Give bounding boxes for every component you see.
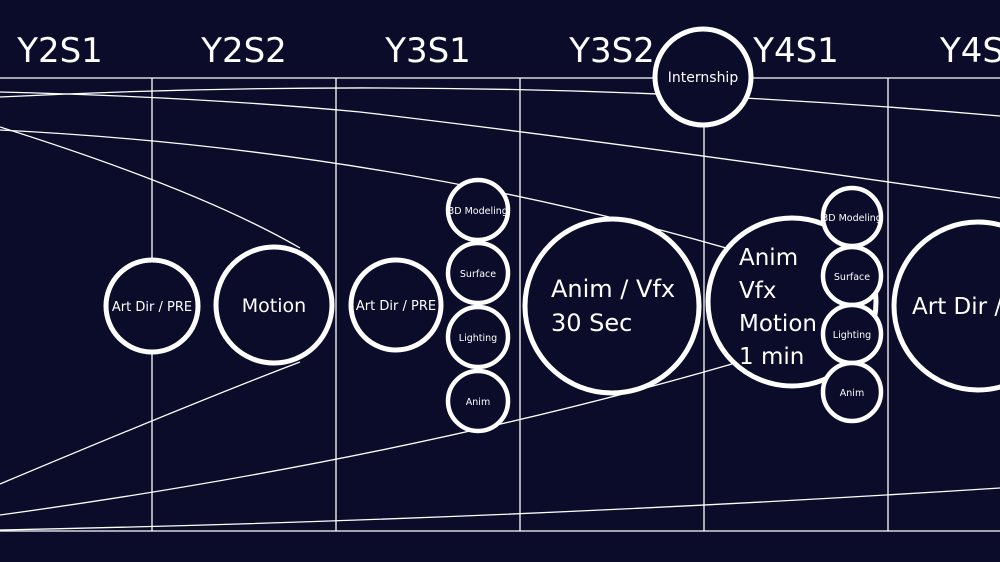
node-internship: Internship: [652, 26, 754, 128]
node-label: 30 Sec: [551, 309, 632, 337]
node-3d-modeling-y4s1: 3D Modeling: [820, 185, 884, 249]
node-label: 1 min: [739, 344, 804, 370]
node-artdir-y4s2: Art Dir /: [891, 219, 1000, 393]
node-label: Surface: [834, 272, 870, 283]
node-label: Internship: [668, 70, 739, 86]
node-3d-modeling-y3s1: 3D Modeling: [445, 177, 511, 243]
semester-headers: Y2S1 Y2S2 Y3S1 Y3S2 Y4S1 Y4S: [16, 31, 1000, 71]
header-y3s1: Y3S1: [384, 31, 471, 71]
header-y2s1: Y2S1: [16, 31, 103, 71]
header-y2s2: Y2S2: [200, 31, 287, 71]
node-lighting-y4s1: Lighting: [820, 302, 884, 366]
curve-line: [0, 126, 301, 249]
node-label: Art Dir / PRE: [356, 299, 436, 314]
node-label: Art Dir /: [912, 294, 1000, 320]
node-anim-vfx-30sec: Anim / Vfx 30 Sec: [522, 216, 702, 396]
node-label: Motion: [739, 311, 817, 337]
node-surface-y4s1: Surface: [820, 244, 884, 308]
node-label: Anim: [466, 397, 490, 408]
node-label: 3D Modeling: [448, 206, 508, 217]
node-anim-y3s1: Anim: [445, 368, 511, 434]
node-label: Vfx: [739, 278, 776, 304]
node-label: Motion: [242, 295, 306, 317]
node-anim-y4s1: Anim: [820, 360, 884, 424]
node-label: Lighting: [459, 333, 497, 344]
nodes: Internship Art Dir / PRE Motion Art Dir …: [103, 26, 1000, 434]
node-label: Anim / Vfx: [551, 275, 675, 303]
node-lighting-y3s1: Lighting: [445, 304, 511, 370]
node-label: Lighting: [833, 330, 871, 341]
node-label: Anim: [739, 245, 798, 271]
curve-line: [0, 361, 301, 485]
node-label: Surface: [460, 269, 496, 280]
node-artdir-y2s1: Art Dir / PRE: [103, 257, 201, 355]
curve-line: [0, 91, 1000, 199]
node-label: 3D Modeling: [822, 213, 882, 224]
node-motion-y2s2: Motion: [213, 244, 335, 366]
header-y4s2: Y4S: [939, 31, 1000, 71]
header-y3s2: Y3S2: [568, 31, 655, 71]
curve-line: [0, 487, 1000, 531]
header-y4s1: Y4S1: [752, 31, 839, 71]
node-surface-y3s1: Surface: [445, 240, 511, 306]
node-label: Anim: [840, 388, 864, 399]
node-artdir-y3s1: Art Dir / PRE: [348, 257, 444, 353]
curve-line: [0, 87, 1000, 117]
node-label: Art Dir / PRE: [112, 300, 192, 315]
